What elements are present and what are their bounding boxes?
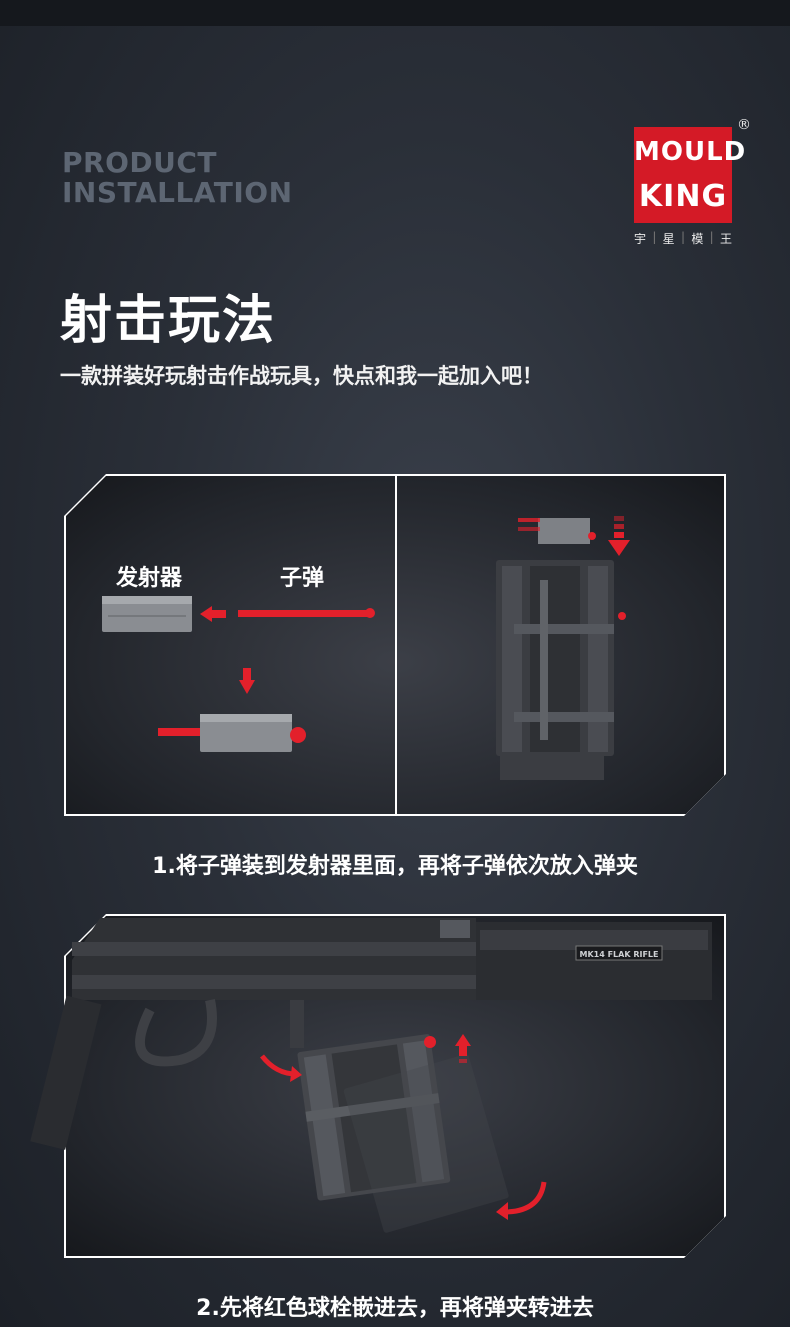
registered-mark: ® — [737, 117, 751, 133]
up-arrow-icon — [455, 1034, 471, 1063]
step2-caption: 2.先将红色球栓嵌进去，再将弹夹转进去 — [196, 1296, 594, 1321]
loaded-launcher — [158, 714, 306, 752]
down-arrow-icon — [239, 668, 255, 694]
logo-cn-char: 模 — [691, 232, 704, 246]
top-bar — [0, 0, 790, 26]
magazine-rotating — [297, 1034, 509, 1233]
page-subtitle: 一款拼装好玩射击作战玩具，快点和我一起加入吧！ — [60, 364, 543, 388]
down-arrow-icon — [608, 516, 630, 556]
left-arrow-icon — [200, 606, 226, 622]
rotate-arrow-icon — [496, 1181, 547, 1220]
logo-cn-char: 星 — [662, 232, 675, 246]
panel-divider — [395, 476, 397, 814]
rifle-badge-text: MK14 FLAK RIFLE — [580, 950, 659, 959]
rifle-badge — [575, 945, 663, 961]
section-label: PRODUCT INSTALLATION — [62, 148, 293, 208]
step1-caption: 1.将子弹装到发射器里面，再将子弹依次放入弹夹 — [152, 854, 638, 879]
magazine-body — [496, 560, 626, 780]
step1-panel — [64, 474, 726, 816]
bullet-label: 子弹 — [280, 566, 325, 591]
logo-cn-char: 宇 — [634, 232, 647, 246]
logo-line1: MOULD — [634, 137, 747, 167]
curved-arrow-icon — [260, 1054, 302, 1082]
magazine-top-loader — [518, 518, 596, 544]
page-title: 射击玩法 — [60, 291, 277, 351]
launcher-brick — [102, 596, 192, 632]
red-ball-pin — [424, 1036, 436, 1048]
logo-chinese-name: 宇 | 星 | 模 | 王 — [634, 230, 732, 246]
bullet-piece — [238, 608, 375, 618]
brand-logo: MOULD KING — [634, 127, 747, 223]
rifle-body — [30, 918, 712, 1150]
launcher-label: 发射器 — [116, 566, 183, 591]
logo-line2: KING — [638, 179, 728, 214]
section-label-line2: INSTALLATION — [62, 176, 293, 209]
logo-cn-char: 王 — [719, 232, 732, 246]
section-label-line1: PRODUCT — [62, 146, 218, 179]
